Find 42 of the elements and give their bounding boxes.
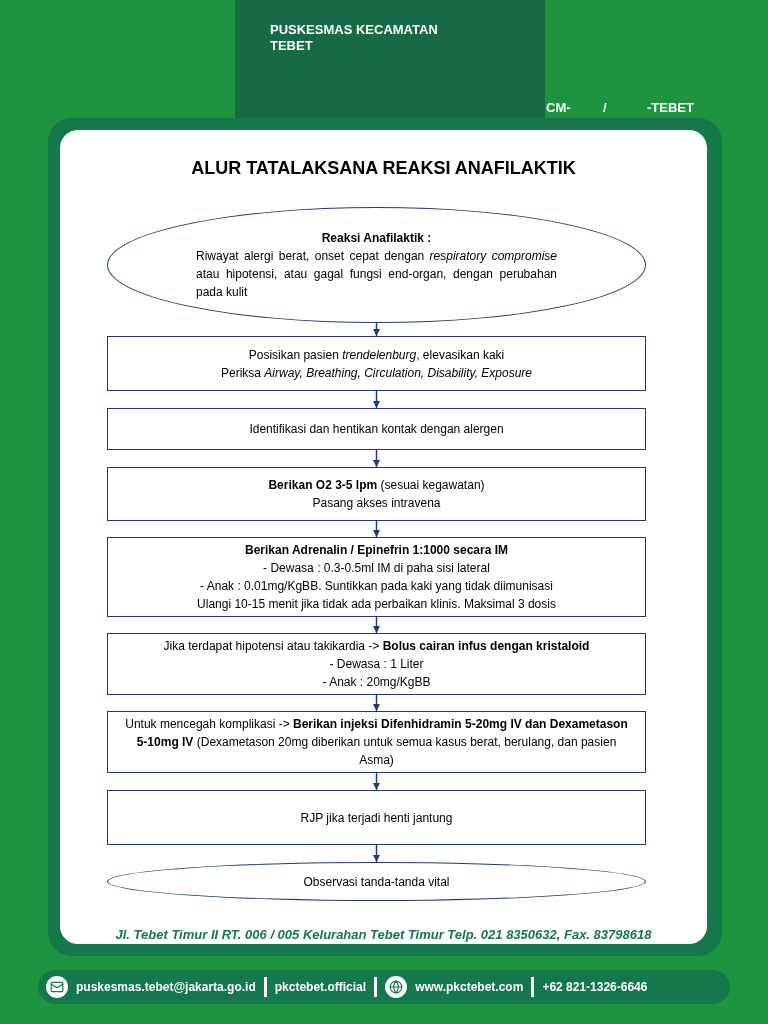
title: ALUR TATALAKSANA REAKSI ANAFILAKTIK <box>191 158 576 178</box>
node-text: Reaksi Anafilaktik : <box>321 230 432 247</box>
document-code: CM- <box>546 99 571 117</box>
node-text: - Anak : 20mg/KgBB <box>322 674 431 691</box>
address-text: Jl. Tebet Timur II RT. 006 / 005 Kelurahan Tebet Timur Telp. 021 8350632, Fax. 83798618 <box>115 927 652 942</box>
node-text: Pasang akses intravena <box>312 495 441 512</box>
process-box <box>107 336 646 391</box>
document-code: -TEBET <box>647 99 694 117</box>
node-text: Ulangi 10-15 menit jika tidak ada perbaikan klinis. Maksimal 3 dosis <box>197 596 556 613</box>
node-text: Identifikasi dan hentikan kontak dengan alergen <box>249 421 504 438</box>
organization-name: PUSKESMAS KECAMATAN TEBET <box>270 22 439 54</box>
node-text: Periksa Airway, Breathing, Circulation, Disability, Exposure <box>221 364 532 382</box>
arrow <box>373 694 380 712</box>
node-text: - Anak : 0.01mg/KgBB. Suntikkan pada kaki yang tidak diimunisasi <box>200 578 553 595</box>
arrow <box>373 616 380 634</box>
node-text: Riwayat alergi berat, onset cepat dengan respiratory compromise atau hipotensi, atau gagal fungsi end-organ, dengan perubahan pada kulit <box>196 248 557 301</box>
email-address: puskesmas.tebet@jakarta.go.id <box>76 979 256 996</box>
phone-number: +62 821-1326-6646 <box>542 979 648 996</box>
node-text: - Dewasa : 0.3-0.5ml IM di paha sisi lateral <box>263 560 490 577</box>
arrow <box>373 390 380 409</box>
process-box <box>107 408 646 450</box>
website-address: www.pkctebet.com <box>415 979 524 996</box>
arrow <box>373 322 380 337</box>
process-box <box>107 633 646 695</box>
social-handle: pkctebet.official <box>274 979 367 996</box>
node-text: Observasi tanda-tanda vital <box>303 873 450 891</box>
arrow <box>373 520 380 538</box>
node-text: Berikan Adrenalin / Epinefrin 1:1000 secara IM <box>245 542 508 559</box>
node-text: Berikan O2 3-5 lpm (sesuai kegawatan) <box>268 477 485 494</box>
node-text: Posisikan pasien trendelenburg, elevasikan kaki <box>248 346 505 364</box>
arrow <box>373 449 380 468</box>
node-text: RJP jika terjadi henti jantung <box>300 809 453 827</box>
arrow <box>373 772 380 791</box>
node-text: Untuk mencegah komplikasi -> Berikan injeksi Difenhidramin 5-20mg IV dan Dexametason 5-10mg IV (Dexametason 20mg diberikan untuk semua kasus berat, berulang, dan pasien Asma) <box>124 716 629 769</box>
process-box <box>107 467 646 521</box>
node-text: - Dewasa : 1 Liter <box>329 656 424 673</box>
document-code: / <box>603 99 607 117</box>
node-text: Jika terdapat hipotensi atau takikardia -> Bolus cairan infus dengan kristaloid <box>163 638 590 655</box>
process-box <box>107 537 646 617</box>
process-box <box>107 711 646 773</box>
arrow <box>373 844 380 863</box>
process-box <box>107 790 646 845</box>
